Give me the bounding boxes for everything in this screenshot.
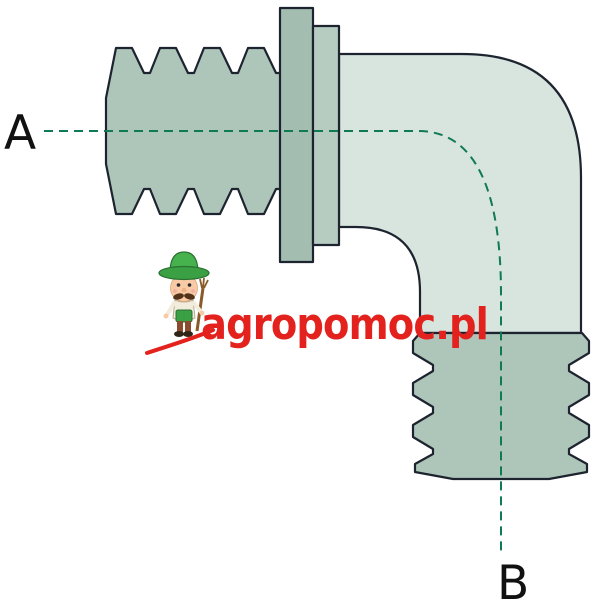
mascot-cheek-left	[173, 289, 177, 293]
centerline-a-b	[44, 130, 502, 552]
mascot-mustache-left	[173, 293, 184, 300]
mascot-hat-brim	[158, 265, 210, 281]
mascot-boot-left	[174, 331, 184, 337]
mascot-boot-right	[183, 331, 193, 337]
watermark-text: agropomoc.pl	[201, 299, 488, 350]
elbow-fitting	[104, 6, 591, 481]
mascot-arms	[165, 301, 203, 317]
port-label-a: A	[4, 106, 36, 161]
port-label-b: B	[497, 556, 529, 611]
mascot-overalls	[175, 309, 193, 323]
mascot-mustache-right	[184, 293, 195, 300]
mascot-hand-right	[199, 310, 205, 316]
mascot-eye-left	[176, 283, 181, 287]
nut-collar-shape	[278, 6, 315, 264]
centerlines	[44, 130, 502, 552]
mascot-leg-left	[177, 321, 183, 332]
mascot-eye-right	[187, 283, 192, 287]
mascot-cheek-right	[191, 289, 195, 293]
nut-step-shape	[311, 24, 341, 247]
watermark: agropomoc.pl	[145, 251, 489, 355]
elbow-body-shape	[337, 52, 583, 335]
mascot-pitchfork	[199, 277, 209, 289]
mascot-leg-right	[185, 321, 191, 332]
mascot-nose	[181, 287, 187, 293]
mascot-hand-left	[163, 313, 169, 319]
red-swoosh	[145, 328, 215, 355]
thread-b-shape	[411, 331, 591, 481]
farmer-mascot-icon	[158, 251, 210, 337]
